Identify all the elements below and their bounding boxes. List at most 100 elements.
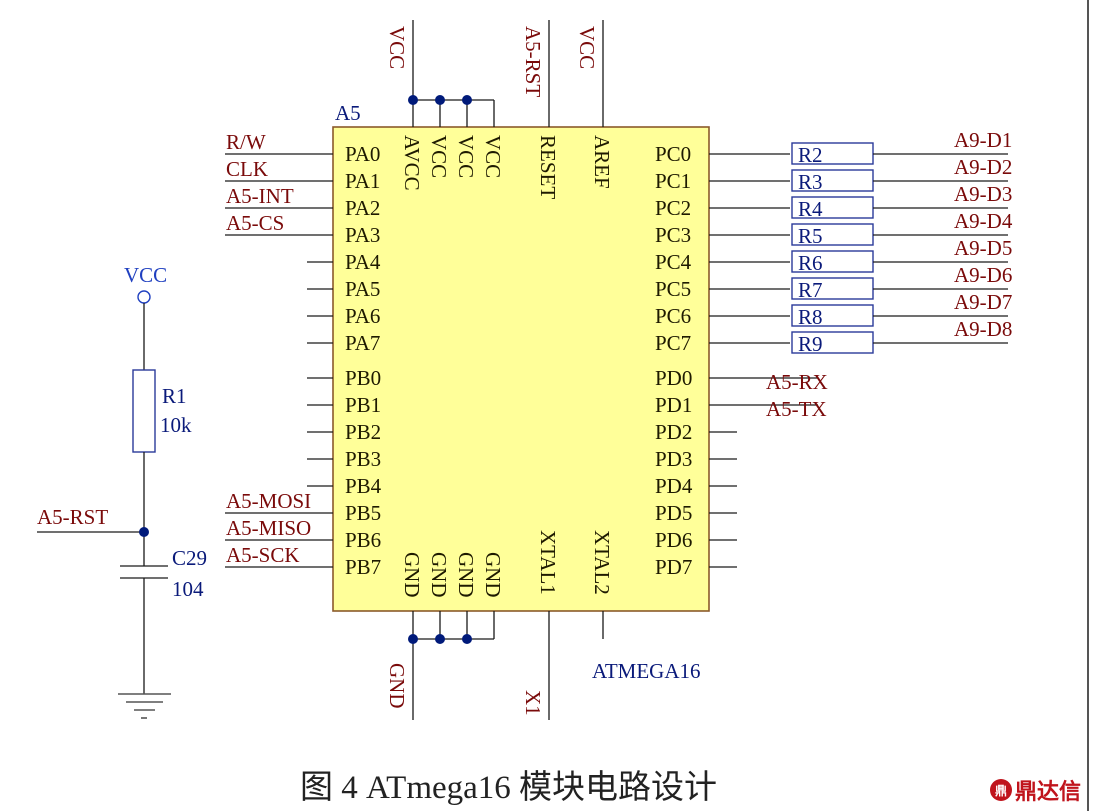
pin-label-pb5: PB5 [345, 501, 381, 525]
resistor-ref-r6: R6 [798, 251, 823, 275]
resistor-ref-r9: R9 [798, 332, 823, 356]
atmega16-chip-body [332, 126, 710, 612]
pin-label-pb3: PB3 [345, 447, 381, 471]
net-label-a5-rst: A5-RST [37, 505, 108, 529]
net-label-gnd-bottom: GND [385, 663, 409, 709]
net-label-a9-d8: A9-D8 [954, 317, 1012, 341]
net-label-r-w: R/W [226, 130, 266, 154]
pin-label-bottom-xtal2: XTAL2 [590, 530, 614, 595]
resistor-ref-r8: R8 [798, 305, 823, 329]
ground-symbol-icon [118, 693, 171, 719]
watermark-logo: 鼎 鼎达信 [990, 774, 1081, 806]
pin-label-pa5: PA5 [345, 277, 380, 301]
net-label-a5-rx: A5-RX [766, 370, 828, 394]
junction-dot [462, 95, 472, 105]
pin-label-bottom-gnd: GND [481, 552, 505, 598]
data-bus-group: R2A9-D1R3A9-D2R4A9-D3R5A9-D4R6A9-D5R7A9-… [791, 128, 1013, 356]
figure-caption: 图 4 ATmega16 模块电路设计 [300, 770, 718, 806]
pin-label-bottom-gnd: GND [400, 552, 424, 598]
pin-label-bottom-xtal1: XTAL1 [536, 530, 560, 595]
pin-label-pb7: PB7 [345, 555, 381, 579]
reset-circuit: VCC R1 10k A5-RST C29 104 [37, 263, 207, 719]
net-label-a9-d1: A9-D1 [954, 128, 1012, 152]
junction-dot [408, 634, 418, 644]
pin-label-pb1: PB1 [345, 393, 381, 417]
pin-label-pb0: PB0 [345, 366, 381, 390]
pin-label-pa7: PA7 [345, 331, 380, 355]
pin-label-pc7: PC7 [655, 331, 691, 355]
resistor-ref-r7: R7 [798, 278, 823, 302]
pin-label-top-vcc: VCC [481, 135, 505, 178]
pin-label-pc0: PC0 [655, 142, 691, 166]
net-label-a9-d6: A9-D6 [954, 263, 1012, 287]
pin-label-pa4: PA4 [345, 250, 381, 274]
pin-label-bottom-gnd: GND [454, 552, 478, 598]
r1-resistor [132, 369, 156, 453]
net-label-a5-miso: A5-MISO [226, 516, 311, 540]
pin-label-top-vcc: VCC [427, 135, 451, 178]
pin-label-pc5: PC5 [655, 277, 691, 301]
c29-ref: C29 [172, 546, 207, 570]
pin-label-pa3: PA3 [345, 223, 380, 247]
net-label-a5-sck: A5-SCK [226, 543, 300, 567]
pin-label-top-avcc: AVCC [400, 135, 424, 191]
pin-label-pd5: PD5 [655, 501, 692, 525]
net-label-a5-mosi: A5-MOSI [226, 489, 311, 513]
pin-label-pd3: PD3 [655, 447, 692, 471]
net-label-a5-int: A5-INT [226, 184, 294, 208]
c29-value: 104 [172, 577, 204, 601]
watermark-text: 鼎达信 [1015, 780, 1082, 805]
right-pin-group: PC0PC1PC2PC3PC4PC5PC6PC7PD0PD1PD2PD3PD4P… [655, 142, 818, 579]
pin-label-top-vcc: VCC [454, 135, 478, 178]
r1-ref: R1 [162, 384, 187, 408]
net-label-a9-d5: A9-D5 [954, 236, 1012, 260]
net-label-x1: X1 [521, 690, 545, 716]
chip-designator: A5 [335, 101, 361, 125]
page-frame-border [1087, 0, 1089, 811]
net-label-a9-d3: A9-D3 [954, 182, 1012, 206]
net-label-vcc-aref: VCC [575, 26, 599, 69]
pin-label-pc6: PC6 [655, 304, 691, 328]
resistor-ref-r2: R2 [798, 143, 823, 167]
vcc-power-label: VCC [124, 263, 167, 287]
net-label-clk: CLK [226, 157, 268, 181]
junction-dot [139, 527, 149, 537]
pin-label-pa6: PA6 [345, 304, 380, 328]
r1-value: 10k [160, 413, 192, 437]
pin-label-pb2: PB2 [345, 420, 381, 444]
resistor-ref-r3: R3 [798, 170, 823, 194]
pin-label-pa2: PA2 [345, 196, 380, 220]
junction-dot [462, 634, 472, 644]
pin-label-bottom-gnd: GND [427, 552, 451, 598]
pin-label-top-aref: AREF [590, 135, 614, 189]
pin-label-pb4: PB4 [345, 474, 382, 498]
pin-label-pa1: PA1 [345, 169, 380, 193]
junction-dot [408, 95, 418, 105]
junction-dot [435, 634, 445, 644]
pin-label-pd6: PD6 [655, 528, 692, 552]
logo-icon: 鼎 [990, 779, 1012, 801]
net-label-a5-cs: A5-CS [226, 211, 284, 235]
pin-label-pc2: PC2 [655, 196, 691, 220]
pin-label-top-reset: RESET [536, 135, 560, 199]
pin-label-pb6: PB6 [345, 528, 381, 552]
resistor-ref-r5: R5 [798, 224, 823, 248]
left-pin-group: PA0R/WPA1CLKPA2A5-INTPA3A5-CSPA4PA5PA6PA… [225, 130, 382, 579]
net-label-a9-d7: A9-D7 [954, 290, 1012, 314]
net-label-a5-rst-top: A5-RST [521, 26, 545, 97]
pin-label-pd1: PD1 [655, 393, 692, 417]
pin-label-pd7: PD7 [655, 555, 692, 579]
net-label-vcc-top: VCC [385, 26, 409, 69]
junction-dot [435, 95, 445, 105]
resistor-ref-r4: R4 [798, 197, 823, 221]
pin-label-pd4: PD4 [655, 474, 693, 498]
pin-label-pd2: PD2 [655, 420, 692, 444]
pin-label-pd0: PD0 [655, 366, 692, 390]
vcc-power-port-icon [137, 290, 151, 304]
pin-label-pc3: PC3 [655, 223, 691, 247]
pin-label-pc1: PC1 [655, 169, 691, 193]
chip-part-number: ATMEGA16 [592, 659, 701, 683]
